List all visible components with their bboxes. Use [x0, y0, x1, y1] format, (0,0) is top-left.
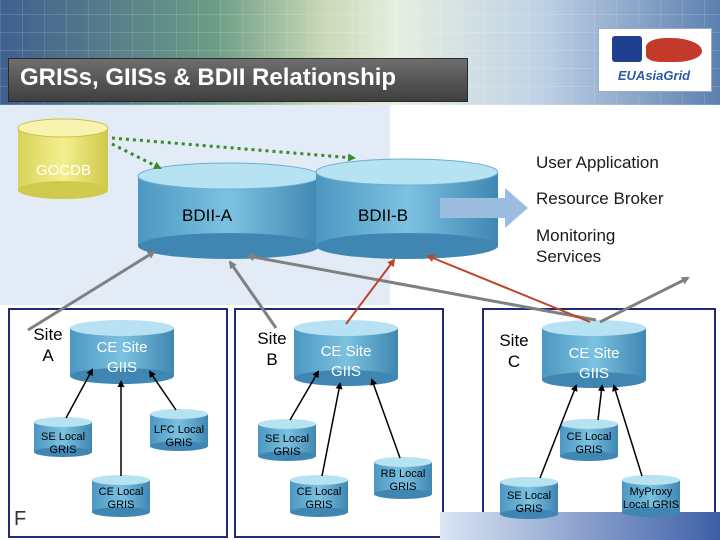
site-c-ce-node — [560, 419, 618, 461]
node-cylinders — [34, 409, 680, 519]
site-a-ce-label: CE Site GIIS — [96, 339, 148, 376]
site-b-se-label: SE Local GRIS — [264, 433, 310, 458]
site-a-lfc-label: LFC Local GRIS — [153, 424, 205, 449]
site-a-label: Site A — [33, 325, 63, 365]
bdii-b-label: BDII-B — [358, 206, 409, 225]
site-a-ce-icon — [70, 320, 174, 384]
site-b-rb-label: RB Local GRIS — [380, 468, 426, 493]
red-query-arrows — [345, 254, 591, 325]
gocdb-database-icon — [17, 118, 109, 199]
eu-flag-icon — [612, 36, 642, 62]
gray-query-arrows — [27, 250, 690, 332]
slide-title: GRISs, GIISs & BDII Relationship — [20, 64, 397, 91]
site-c-myproxy-node — [622, 475, 680, 517]
site-b-label: Site B — [257, 329, 287, 369]
site-internal-arrows — [65, 368, 643, 479]
site-c-myproxy-label: MyProxy Local GRIS — [622, 486, 680, 511]
site-a-ce-node-label: CE Local GRIS — [98, 486, 144, 511]
site-b-ce-node-label: CE Local GRIS — [296, 486, 342, 511]
user-application-label: User Application — [536, 153, 659, 172]
resource-broker-label: Resource Broker — [536, 189, 664, 208]
site-c-ce-icon — [542, 320, 646, 388]
monitoring-services-label: Monitoring Services — [536, 226, 616, 266]
site-b-ce-node — [290, 475, 348, 517]
asia-map-icon — [646, 38, 702, 62]
site-b-rb-node — [374, 457, 432, 499]
site-b-se-node — [258, 419, 316, 461]
site-c-ce-label: CE Site GIIS — [568, 345, 620, 382]
site-a-se-node — [34, 417, 92, 457]
title-bar — [8, 58, 468, 102]
bdii-a-database-icon — [137, 162, 321, 259]
arrow-right-icon — [440, 188, 528, 228]
site-c-se-label: SE Local GRIS — [506, 490, 552, 515]
site-c-se-node — [500, 477, 558, 519]
site-a-se-label: SE Local GRIS — [40, 431, 86, 456]
footer-letter: F — [14, 508, 27, 530]
site-b-ce-label: CE Site GIIS — [320, 343, 372, 380]
site-c-ce-node-label: CE Local GRIS — [566, 431, 612, 456]
bdii-a-label: BDII-A — [182, 206, 233, 225]
site-a-lfc-node — [150, 409, 208, 451]
footer-bar — [440, 512, 720, 540]
gocdb-label: GOCDB — [36, 162, 92, 179]
site-c-label: Site C — [499, 331, 529, 371]
gocdb-dotted-arrows — [111, 136, 356, 170]
logo-text: EUAsiaGrid — [617, 68, 691, 83]
site-a-ce-node — [92, 475, 150, 517]
